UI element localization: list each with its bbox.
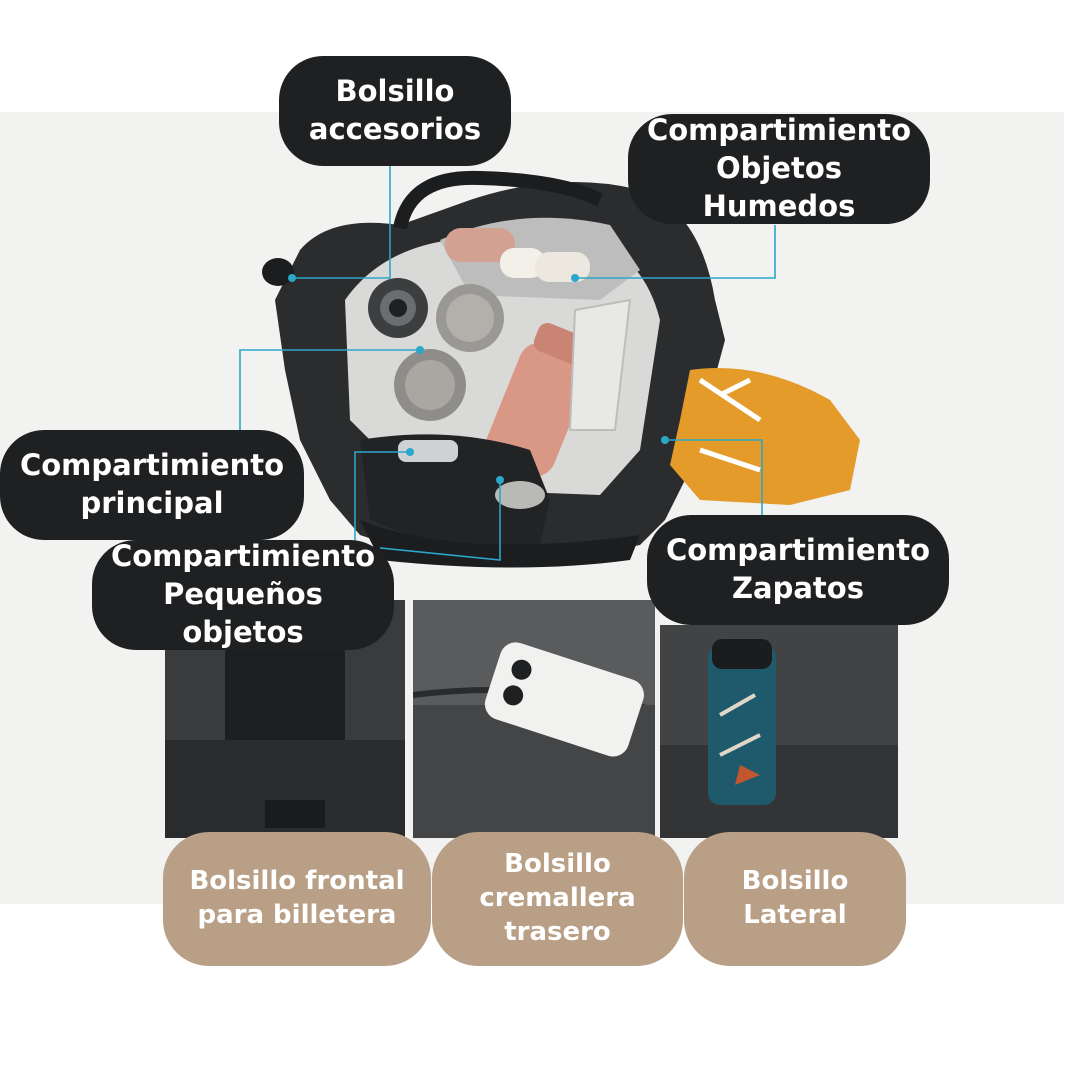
orange-shoes <box>670 368 860 505</box>
callout-compartimiento-zapatos: Compartimiento Zapatos <box>647 515 949 625</box>
umbrella-shape <box>708 645 776 805</box>
laptop-sleeve <box>568 298 632 431</box>
callout-bolsillo-accesorios: Bolsillo accesorios <box>279 56 511 166</box>
towel-roll <box>445 228 515 262</box>
label-bolsillo-frontal: Bolsillo frontal para billetera <box>163 832 431 966</box>
callout-compartimiento-humedos: Compartimiento Objetos Humedos <box>628 113 930 224</box>
label-bolsillo-lateral: Bolsillo Lateral <box>684 832 906 966</box>
bag-handle <box>393 170 604 230</box>
bag-base <box>360 520 640 568</box>
power-bank <box>398 440 458 462</box>
small-bottle-1 <box>500 248 545 278</box>
label-bolsillo-cremallera: Bolsillo cremallera trasero <box>432 832 683 966</box>
detail-panel-cremallera <box>413 600 655 838</box>
detail-panel-lateral <box>660 625 898 838</box>
callout-compartimiento-pequenos: Compartimiento Pequeños objetos <box>92 539 394 650</box>
tin-can <box>495 481 545 509</box>
front-small-pocket <box>360 434 550 548</box>
leader-lines <box>239 150 776 561</box>
callout-compartimiento-principal: Compartimiento principal <box>0 430 304 540</box>
bag-strap-knob <box>262 258 294 286</box>
phone-shape <box>484 642 644 757</box>
